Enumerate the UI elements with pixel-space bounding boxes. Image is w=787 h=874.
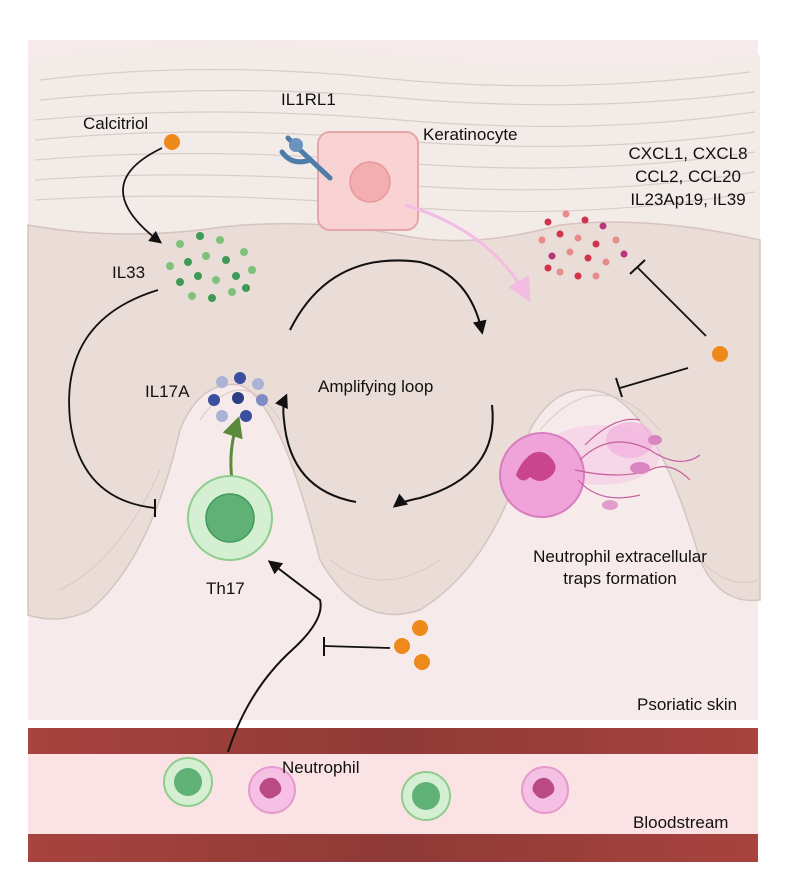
epidermis: [27, 221, 761, 620]
amplifying-loop-arrows: [275, 259, 494, 508]
cytokines-line1: CXCL1, CXCL8: [628, 144, 748, 163]
il1rl1-label: IL1RL1: [281, 90, 336, 109]
il33-label: IL33: [112, 263, 146, 282]
vessel-wall-top: [28, 728, 758, 754]
th17-label: Th17: [206, 579, 245, 598]
blood-lumen: [28, 754, 758, 834]
vessel-wall-bottom: [28, 834, 758, 862]
calcitriol-cluster: [394, 620, 430, 670]
keratinocyte-cell-icon: [317, 131, 419, 231]
inhibit-recruitment-line: [323, 645, 391, 649]
il17a-particles: [208, 372, 268, 422]
cytokines-line3: IL23Ap19, IL39: [630, 190, 746, 209]
inhibit-chemokines-line: [637, 267, 707, 337]
neutrophil-recruitment-arrow: [227, 560, 322, 753]
neutrophil-label: Neutrophil: [282, 758, 360, 777]
keratinocyte-to-chemokines-arrow: [404, 203, 531, 303]
neutrophil-cell-icon: [163, 757, 569, 821]
psoriatic-skin-label: Psoriatic skin: [637, 695, 738, 714]
amplifying-loop-label: Amplifying loop: [318, 377, 434, 396]
receptor-icon: [279, 135, 333, 181]
net-label-line1: Neutrophil extracellular: [533, 547, 707, 566]
bloodstream-label: Bloodstream: [633, 813, 729, 832]
inhibit-net-line: [619, 367, 689, 389]
net-icon: [499, 418, 701, 518]
il17a-label: IL17A: [145, 382, 190, 401]
calcitriol-dot-right: [712, 346, 728, 362]
il33-inhibit-line: [68, 289, 159, 509]
calcitriol-dot: [164, 134, 180, 150]
chemokine-particles: [538, 210, 628, 280]
il33-particles: [166, 232, 256, 302]
th17-cell-icon: [187, 475, 273, 561]
inhibit-net-bar: [615, 377, 623, 398]
basal-cells: [59, 389, 759, 591]
calcitriol-label: Calcitriol: [83, 114, 149, 133]
net-label-line2: traps formation: [563, 569, 677, 588]
th17-to-il17a-arrow: [222, 416, 243, 481]
keratinocyte-label: Keratinocyte: [423, 125, 518, 144]
cytokines-line2: CCL2, CCL20: [635, 167, 741, 186]
inhibit-chemokines-bar: [629, 259, 646, 275]
calcitriol-to-il33-arrow: [122, 147, 163, 244]
